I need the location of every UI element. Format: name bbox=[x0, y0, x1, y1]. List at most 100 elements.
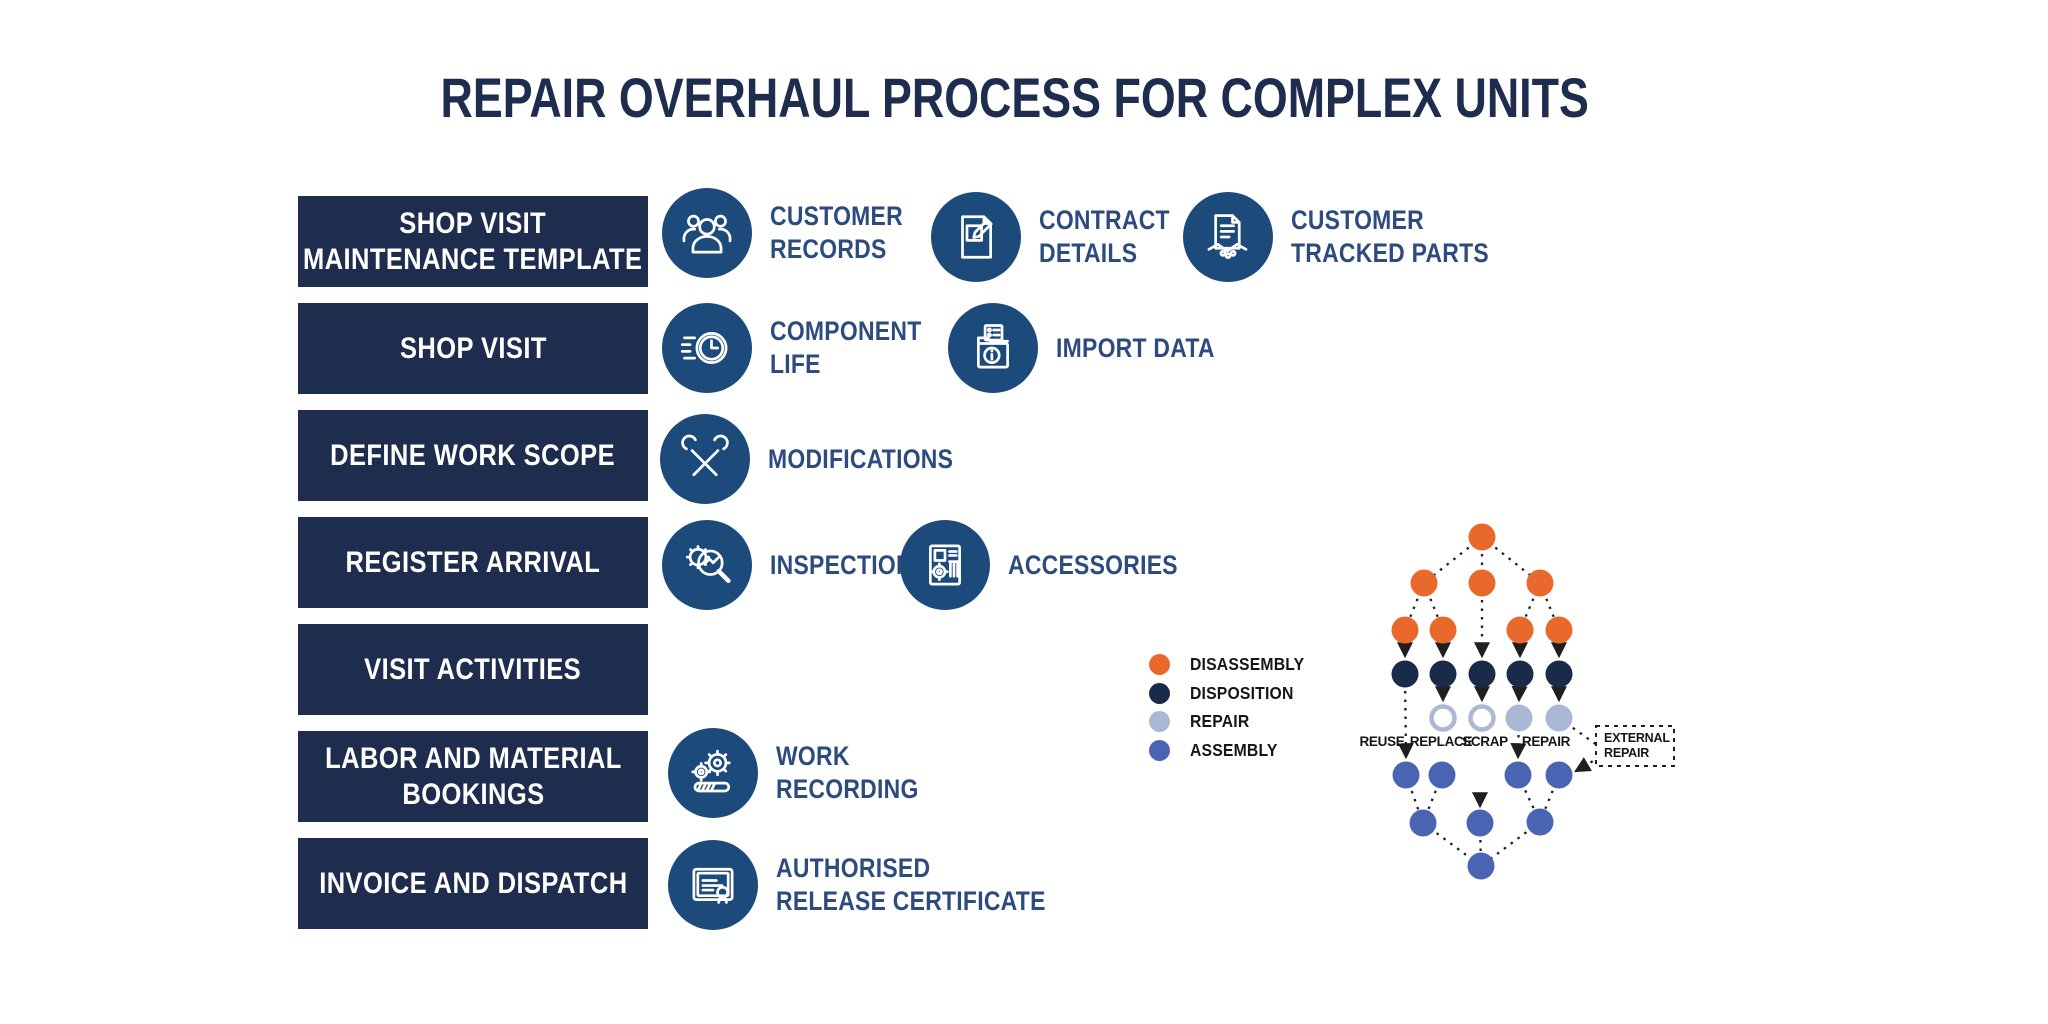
modifications-icon bbox=[660, 414, 750, 504]
diagram-node-disposition bbox=[1468, 660, 1496, 688]
diagram-node-disposition bbox=[1429, 660, 1457, 688]
legend-label: REPAIR bbox=[1190, 711, 1250, 731]
icon-label: RECORDING bbox=[776, 774, 919, 804]
legend-label: ASSEMBLY bbox=[1190, 740, 1278, 760]
diagram-node-assembly bbox=[1545, 761, 1573, 789]
legend-item-repair: REPAIR bbox=[1149, 711, 1256, 732]
page-title-text: REPAIR OVERHAUL PROCESS FOR COMPLEX UNIT… bbox=[440, 66, 1589, 129]
process-box-invoice-and-dispatch: INVOICE AND DISPATCH bbox=[298, 838, 648, 929]
icon-label: CUSTOMER bbox=[770, 201, 903, 231]
legend-label: DISASSEMBLY bbox=[1190, 654, 1305, 674]
diagram-column-label: REPAIR bbox=[1522, 734, 1571, 749]
box-label: SHOP VISIT bbox=[399, 206, 547, 240]
authorised-release-certificate-icon bbox=[668, 840, 758, 930]
diagram-edge bbox=[1397, 673, 1414, 760]
diagram-node-disposition bbox=[1506, 660, 1534, 688]
diagram-node-disassembly bbox=[1506, 616, 1534, 644]
feature-modifications: MODIFICATIONS bbox=[660, 414, 986, 504]
box-label: INVOICE AND DISPATCH bbox=[318, 866, 628, 900]
diagram-node-disassembly bbox=[1526, 569, 1554, 597]
diagram-node-assembly bbox=[1526, 808, 1554, 836]
box-label: LABOR AND MATERIAL bbox=[324, 741, 622, 775]
page-title: REPAIR OVERHAUL PROCESS FOR COMPLEX UNIT… bbox=[297, 70, 1657, 126]
accessories-icon bbox=[900, 520, 990, 610]
diagram-node-disassembly bbox=[1429, 616, 1457, 644]
diagram-node-assembly bbox=[1467, 852, 1495, 880]
work-recording-icon bbox=[668, 728, 758, 818]
customer-tracked-parts-icon bbox=[1183, 192, 1273, 282]
icon-label: DETAILS bbox=[1039, 238, 1138, 268]
diagram-node-disassembly bbox=[1391, 616, 1419, 644]
process-box-register-arrival: REGISTER ARRIVAL bbox=[298, 517, 648, 608]
legend-item-disassembly: DISASSEMBLY bbox=[1149, 654, 1317, 675]
diagram-node-repair bbox=[1505, 704, 1533, 732]
process-box-shop-visit: SHOP VISIT bbox=[298, 303, 648, 394]
diagram-column-label: SCRAP bbox=[1462, 734, 1508, 749]
diagram-node-disassembly bbox=[1410, 569, 1438, 597]
diagram-node-assembly bbox=[1466, 809, 1494, 837]
box-label: REGISTER ARRIVAL bbox=[345, 545, 601, 579]
contract-details-icon bbox=[931, 192, 1021, 282]
icon-label: RECORDS bbox=[770, 234, 887, 264]
icon-label: COMPONENT bbox=[770, 316, 922, 346]
legend-item-disposition: DISPOSITION bbox=[1149, 683, 1305, 704]
process-box-visit-activities: VISIT ACTIVITIES bbox=[298, 624, 648, 715]
box-label: DEFINE WORK SCOPE bbox=[330, 438, 616, 472]
process-box-define-work-scope: DEFINE WORK SCOPE bbox=[298, 410, 648, 501]
diagram-node-repair bbox=[1545, 704, 1573, 732]
icon-label: RELEASE CERTIFICATE bbox=[776, 886, 1046, 916]
icon-label: ACCESSORIES bbox=[1008, 549, 1178, 580]
icon-label: LIFE bbox=[770, 349, 821, 379]
feature-inspection: INSPECTION bbox=[662, 520, 938, 610]
box-label: BOOKINGS bbox=[401, 777, 545, 811]
box-label: SHOP VISIT bbox=[399, 331, 547, 365]
box-label: MAINTENANCE TEMPLATE bbox=[303, 242, 643, 276]
diagram-node-assembly bbox=[1409, 809, 1437, 837]
assembly-dot-icon bbox=[1149, 740, 1170, 761]
diagram-node-disassembly bbox=[1468, 523, 1496, 551]
legend-item-assembly: ASSEMBLY bbox=[1149, 740, 1287, 761]
inspection-icon bbox=[662, 520, 752, 610]
diagram-node-disassembly bbox=[1545, 616, 1573, 644]
diagram-node-disassembly bbox=[1468, 569, 1496, 597]
icon-label: WORK bbox=[776, 741, 850, 771]
diagram-node-assembly bbox=[1428, 761, 1456, 789]
diagram-node-repair-ring bbox=[1468, 704, 1496, 732]
diagram-node-assembly bbox=[1504, 761, 1532, 789]
diagram-node-disposition bbox=[1545, 660, 1573, 688]
external-repair-box-label: EXTERNAL bbox=[1604, 731, 1670, 745]
import-data-icon bbox=[948, 303, 1038, 393]
diagram-node-disposition bbox=[1391, 660, 1419, 688]
disassembly-dot-icon bbox=[1149, 654, 1170, 675]
feature-accessories: ACCESSORIES bbox=[900, 520, 1208, 610]
diagram-node-repair-ring bbox=[1429, 704, 1457, 732]
legend-label: DISPOSITION bbox=[1190, 683, 1294, 703]
customer-records-icon bbox=[662, 188, 752, 278]
icon-label: TRACKED PARTS bbox=[1291, 238, 1489, 268]
feature-import-data: IMPORT DATA bbox=[948, 303, 1243, 393]
icon-label: AUTHORISED bbox=[776, 853, 931, 883]
diagram-node-assembly bbox=[1392, 761, 1420, 789]
repair-dot-icon bbox=[1149, 711, 1170, 732]
external-repair-box bbox=[1595, 725, 1675, 767]
component-life-icon bbox=[662, 303, 752, 393]
disposition-dot-icon bbox=[1149, 683, 1170, 704]
diagram-column-label: REPLACE bbox=[1410, 734, 1473, 749]
icon-label: MODIFICATIONS bbox=[768, 443, 954, 474]
diagram-column-label: REUSE bbox=[1359, 734, 1404, 749]
icon-label: CUSTOMER bbox=[1291, 205, 1424, 235]
icon-label: IMPORT DATA bbox=[1056, 332, 1215, 363]
external-repair-box-label: REPAIR bbox=[1604, 746, 1649, 760]
icon-label: INSPECTION bbox=[770, 549, 913, 580]
icon-label: CONTRACT bbox=[1039, 205, 1170, 235]
